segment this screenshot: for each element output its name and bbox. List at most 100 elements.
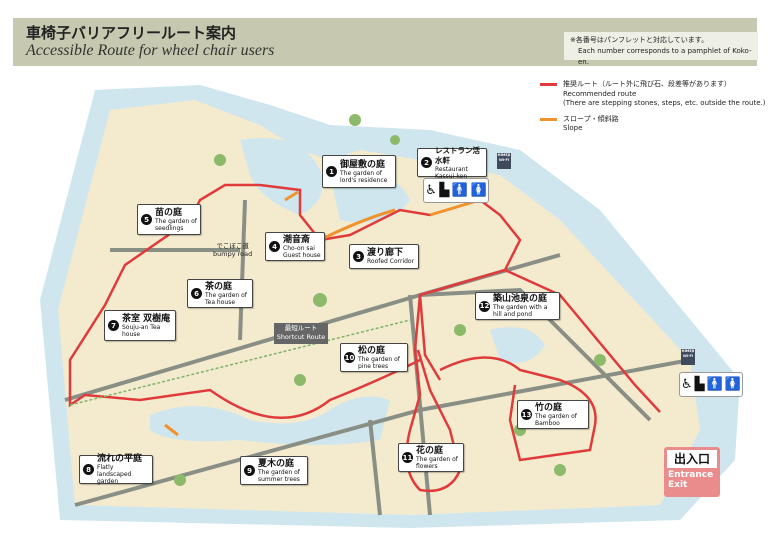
place-number: 6	[191, 288, 202, 299]
place-number: 13	[521, 409, 532, 420]
place-name-jp: 松の庭	[358, 345, 386, 356]
place-number: 3	[353, 251, 364, 262]
place-number: 8	[83, 464, 94, 475]
place-name-jp: 茶室 双樹庵	[122, 313, 171, 324]
wifi-brand: HIMEJI	[497, 153, 511, 157]
legend-recommended-note: (There are stepping stones, steps, etc. …	[563, 99, 766, 107]
wheelchair-icon: ♿	[425, 183, 437, 198]
pamphlet-notice: ※各番号はパンフレットと対応しています。 Each number corresp…	[564, 32, 758, 66]
place-name-en: The garden of Bamboo	[535, 412, 577, 427]
place-name-en: The garden of Tea house	[205, 291, 247, 306]
shortcut-en: Shortcut Route	[276, 333, 326, 341]
place-name-jp: 潮音斎	[283, 234, 311, 245]
place-name-en: Souju-an Tea house	[122, 323, 161, 338]
place-number: 11	[402, 452, 413, 463]
place-name-jp: 花の庭	[416, 445, 444, 456]
place-name-en: The garden of seedlings	[155, 217, 197, 232]
place-number: 12	[479, 300, 490, 312]
legend-recommended: 推奨ルート（ルート外に飛び石、段差等があります） Recommended rou…	[540, 80, 765, 109]
place-name-en: Roofed Corridor	[367, 258, 415, 265]
place-name-jp: レストラン活水軒	[435, 145, 480, 165]
legend-slope-en: Slope	[563, 124, 583, 132]
place-name-en: The garden of flowers	[416, 455, 458, 470]
place-name-jp: 築山池泉の庭	[493, 294, 548, 304]
place-number: 7	[108, 320, 119, 331]
header-banner: 車椅子バリアフリールート案内 Accessible Route for whee…	[13, 18, 758, 66]
wifi-brand: HIMEJI	[681, 349, 695, 353]
place-number: 1	[326, 166, 337, 177]
legend-slope-jp: スロープ・傾斜路	[563, 114, 619, 123]
men-toilet-icon: 🚹	[451, 183, 469, 198]
wifi-sub: Wi-Fi	[498, 158, 510, 162]
notice-en: Each number corresponds to a pamphlet of…	[578, 47, 752, 66]
women-toilet-icon: 🚺	[470, 183, 487, 198]
place-name-jp: 竹の庭	[535, 402, 563, 413]
pond-4	[490, 327, 545, 363]
place-number: 9	[244, 465, 255, 476]
place-name-en: Flatly landscaped garden	[97, 464, 132, 485]
title-japanese: 車椅子バリアフリールート案内	[26, 24, 237, 42]
route-swatch	[540, 83, 557, 86]
title-english: Accessible Route for wheel chair users	[26, 42, 275, 59]
place-name-en: The garden of summer trees	[258, 468, 300, 483]
counter-icon: ▙	[439, 183, 450, 198]
place-name-en: The garden of lord's residence	[340, 169, 388, 184]
place-name-en: Restaurant Kassui-ken	[435, 165, 468, 180]
legend: 推奨ルート（ルート外に飛び石、段差等があります） Recommended rou…	[540, 80, 765, 140]
shortcut-route	[69, 319, 411, 406]
slope-swatch	[540, 117, 557, 121]
place-name-en: The garden with a hill and pond	[493, 304, 548, 318]
place-number: 2	[421, 157, 432, 168]
entrance-en2: Exit	[668, 480, 688, 490]
recommended-route	[68, 183, 661, 493]
notice-jp: ※各番号はパンフレットと対応しています。	[570, 36, 709, 44]
place-number: 5	[141, 214, 152, 225]
place-name-en: The garden of pine trees	[358, 355, 400, 370]
place-name-jp: 流れの平庭	[97, 454, 143, 464]
shortcut-jp: 最短ルート	[284, 324, 318, 332]
place-number: 10	[344, 352, 355, 363]
place-name-jp: 渡り廊下	[367, 248, 404, 258]
place-name-jp: 苗の庭	[155, 207, 183, 218]
bumpy-jp: でこぼこ道	[216, 242, 249, 250]
men-toilet-icon: 🚹	[706, 377, 723, 392]
women-toilet-icon: 🚺	[724, 377, 741, 392]
wheelchair-icon: ♿	[680, 377, 693, 392]
place-name-jp: 茶の庭	[205, 281, 233, 292]
legend-recommended-en: Recommended route	[563, 89, 637, 98]
place-name-jp: 御屋敷の庭	[340, 159, 386, 170]
legend-recommended-jp: 推奨ルート（ルート外に飛び石、段差等があります）	[563, 80, 731, 88]
entrance-en1: Entrance	[668, 470, 714, 480]
pond-1	[240, 138, 323, 215]
place-number: 4	[269, 241, 280, 252]
facilities-entrance: ♿▙🚹🚺	[679, 372, 743, 397]
place-name-jp: 夏木の庭	[258, 458, 295, 469]
entrance-jp: 出入口	[667, 450, 717, 468]
legend-slope: スロープ・傾斜路 Slope	[540, 115, 765, 134]
counter-icon: ▙	[694, 377, 705, 392]
wifi-sub: Wi-Fi	[682, 354, 694, 358]
bumpy-en: bumpy road	[213, 250, 253, 258]
facilities-restaurant: ♿▙🚹🚺	[423, 178, 489, 203]
place-name-en: Cho-on sai Guest house	[283, 244, 321, 259]
